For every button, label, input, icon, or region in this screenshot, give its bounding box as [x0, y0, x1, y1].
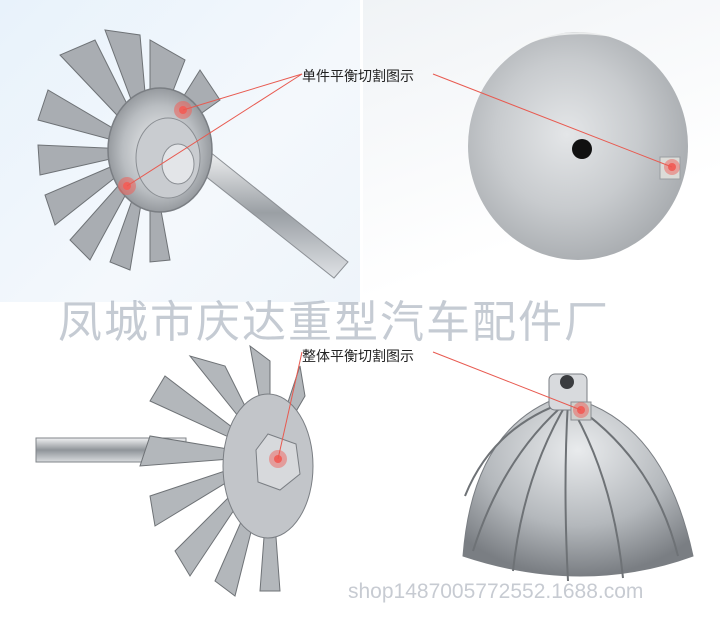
- balance-disc-graphic: [432, 32, 688, 260]
- compressor-wheel-shaft-photo: [0, 306, 360, 618]
- turbine-wheel-shaft-photo: [0, 0, 360, 302]
- compressor-wheel-graphic: [432, 351, 694, 582]
- panel-divider-vertical: [360, 0, 363, 618]
- shop-url-watermark: shop1487005772552.1688.com: [348, 580, 644, 603]
- company-watermark: 凤城市庆达重型汽车配件厂: [58, 297, 610, 348]
- compressor-wheel-shaft-graphic: [35, 344, 314, 597]
- turbine-wheel-shaft-graphic: [37, 29, 349, 279]
- single-balance-label: 单件平衡切割图示: [302, 69, 414, 85]
- whole-balance-label: 整体平衡切割图示: [302, 349, 414, 365]
- balance-disc-photo: [363, 0, 720, 302]
- panel-divider-horizontal: [0, 302, 720, 306]
- compressor-wheel-photo: [363, 306, 720, 618]
